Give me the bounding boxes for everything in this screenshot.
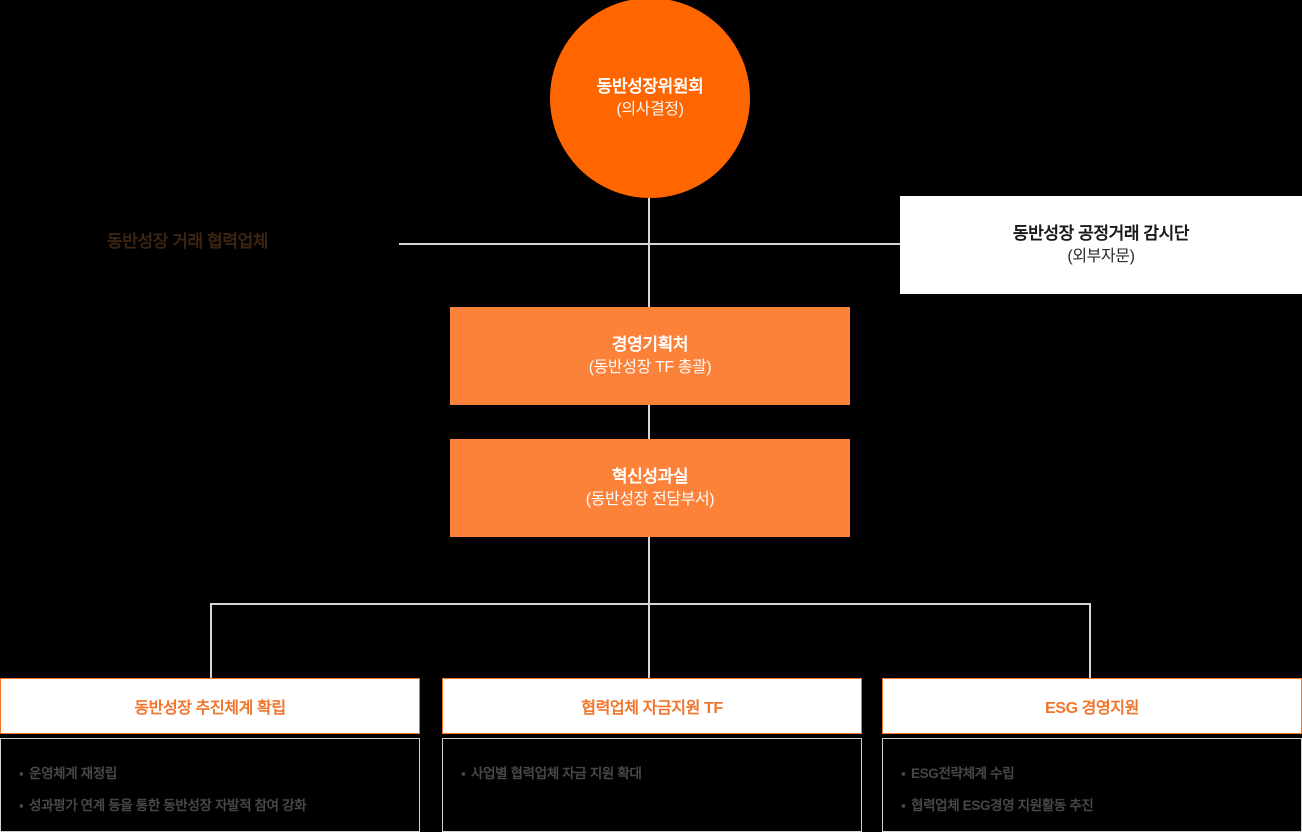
- connector-circle-to-trunk: [648, 196, 650, 308]
- column-partner-funding-tf-header: 협력업체 자금지원 TF: [442, 678, 862, 734]
- connector-dept1-to-dept2: [648, 405, 650, 439]
- node-committee: 동반성장위원회 (의사결정): [550, 0, 750, 198]
- list-item: ▪ 사업별 협력업체 자금 지원 확대: [461, 765, 843, 784]
- column-growth-system-body: ▪ 운영체계 재정립 ▪ 성과평가 연계 등을 통한 동반성장 자발적 참여 강…: [0, 738, 420, 832]
- node-committee-title: 동반성장위원회: [596, 76, 704, 96]
- list-item: ▪ 운영체계 재정립: [19, 765, 401, 784]
- bullet-icon: ▪: [461, 766, 466, 781]
- node-department-planning: 경영기획처 (동반성장 TF 총괄): [450, 307, 850, 405]
- column-esg-management: ESG 경영지원 ▪ ESG전략체계 수립 ▪ 협력업체 ESG경영 지원활동 …: [882, 678, 1302, 832]
- column-growth-system-header: 동반성장 추진체계 확립: [0, 678, 420, 734]
- connector-dept2-to-branch: [648, 537, 650, 604]
- column-growth-system-header-label: 동반성장 추진체계 확립: [134, 700, 286, 717]
- list-item-label: 사업별 협력업체 자금 지원 확대: [471, 766, 642, 781]
- connector-branch-drop-center: [648, 603, 650, 679]
- node-department-planning-title: 경영기획처: [611, 334, 689, 354]
- list-item: ▪ 협력업체 ESG경영 지원활동 추진: [901, 797, 1283, 816]
- label-partner-companies: 동반성장 거래 협력업체: [107, 232, 269, 251]
- node-department-innovation: 혁신성과실 (동반성장 전담부서): [450, 439, 850, 537]
- node-department-planning-subtitle: (동반성장 TF 총괄): [588, 358, 712, 376]
- node-external-advisory: 동반성장 공정거래 감시단 (외부자문): [900, 196, 1302, 294]
- node-committee-subtitle: (의사결정): [616, 100, 684, 118]
- column-growth-system: 동반성장 추진체계 확립 ▪ 운영체계 재정립 ▪ 성과평가 연계 등을 통한 …: [0, 678, 420, 832]
- connector-horizontal-advisory: [399, 243, 901, 245]
- list-item-label: ESG전략체계 수립: [911, 766, 1015, 781]
- node-department-innovation-subtitle: (동반성장 전담부서): [585, 490, 715, 508]
- column-esg-management-header-label: ESG 경영지원: [1045, 700, 1139, 717]
- column-partner-funding-tf-body: ▪ 사업별 협력업체 자금 지원 확대: [442, 738, 862, 832]
- connector-branch-drop-left: [210, 603, 212, 679]
- column-esg-management-body: ▪ ESG전략체계 수립 ▪ 협력업체 ESG경영 지원활동 추진: [882, 738, 1302, 832]
- connector-branch-drop-right: [1089, 603, 1091, 679]
- node-department-innovation-title: 혁신성과실: [611, 466, 689, 486]
- column-esg-management-header: ESG 경영지원: [882, 678, 1302, 734]
- column-partner-funding-tf-header-label: 협력업체 자금지원 TF: [581, 700, 723, 717]
- node-external-advisory-subtitle: (외부자문): [1067, 247, 1135, 265]
- node-external-advisory-title: 동반성장 공정거래 감시단: [1012, 223, 1190, 243]
- column-partner-funding-tf: 협력업체 자금지원 TF ▪ 사업별 협력업체 자금 지원 확대: [442, 678, 862, 832]
- list-item-label: 운영체계 재정립: [29, 766, 117, 781]
- bullet-icon: ▪: [901, 797, 906, 813]
- list-item: ▪ 성과평가 연계 등을 통한 동반성장 자발적 참여 강화: [19, 797, 401, 816]
- bullet-icon: ▪: [19, 797, 24, 813]
- connector-branch-horizontal: [210, 603, 1091, 605]
- list-item: ▪ ESG전략체계 수립: [901, 765, 1283, 784]
- list-item-label: 성과평가 연계 등을 통한 동반성장 자발적 참여 강화: [29, 797, 307, 813]
- bullet-icon: ▪: [901, 766, 906, 781]
- bullet-icon: ▪: [19, 766, 24, 781]
- list-item-label: 협력업체 ESG경영 지원활동 추진: [911, 797, 1094, 813]
